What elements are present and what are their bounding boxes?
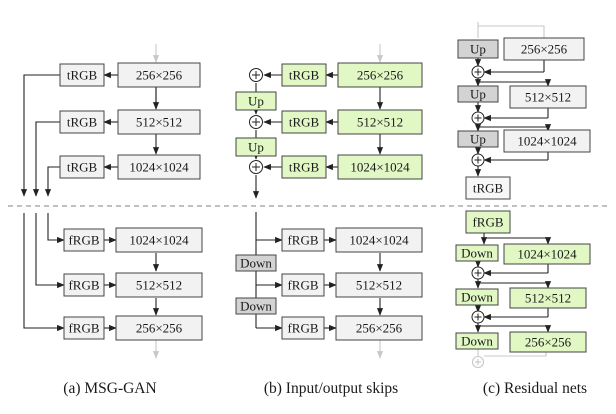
skip-adders [249, 68, 263, 174]
msg-gan-trgb-1024 [59, 155, 105, 179]
caption-io-skips: (b) Input/output skips [264, 380, 398, 397]
residual-up-3-label: Up [470, 132, 486, 147]
skips-trgb-1024-label: tRGB [289, 160, 320, 175]
panel-io-skips [252, 44, 384, 359]
residual-down-2 [455, 288, 499, 306]
residual-res-1024-label: 1024×1024 [517, 134, 577, 149]
caption-msg-gan: (a) MSG-GAN [63, 380, 156, 397]
residual-dres-256 [509, 331, 587, 353]
residual-dres-512 [509, 287, 587, 309]
residual-trgb-label: tRGB [473, 181, 504, 196]
residual-down-3 [455, 332, 499, 350]
msg-gan-frgb-256-label: fRGB [68, 321, 99, 336]
skips-down-2 [235, 297, 277, 315]
msg-gan-res-1024 [117, 154, 201, 180]
msg-gan-trgb-512-label: tRGB [67, 115, 98, 130]
residual-dres-512-label: 512×512 [525, 291, 571, 306]
msg-gan-res-256-label: 256×256 [136, 68, 183, 83]
residual-frgb [465, 210, 511, 234]
skips-dres-1024 [335, 227, 423, 253]
skips-res-256 [337, 62, 423, 88]
skips-trgb-512-label: tRGB [289, 115, 320, 130]
skips-res-1024-label: 1024×1024 [350, 160, 410, 175]
skips-trgb-256-label: tRGB [289, 68, 320, 83]
residual-down-2-label: Down [461, 290, 493, 305]
msg-gan-dres-512-label: 512×512 [136, 278, 182, 293]
residual-res-1024 [503, 129, 591, 153]
residual-up-3 [457, 130, 499, 148]
skips-frgb-1024 [281, 228, 325, 252]
msg-gan-dres-256-label: 256×256 [136, 321, 183, 336]
residual-res-512-label: 512×512 [525, 90, 571, 105]
skips-res-1024 [337, 154, 423, 180]
residual-res-256 [503, 37, 585, 61]
skips-frgb-1024-label: fRGB [287, 233, 318, 248]
skips-trgb-256 [281, 63, 327, 87]
skips-up-1 [235, 91, 277, 111]
residual-up-1-label: Up [470, 42, 486, 57]
skips-up-2 [235, 137, 277, 157]
msg-gan-frgb-256 [63, 316, 105, 340]
msg-gan-res-512 [117, 109, 201, 135]
residual-frgb-label: fRGB [472, 215, 503, 230]
msg-gan-dres-512 [115, 272, 203, 298]
skips-dres-512 [335, 272, 423, 298]
residual-dres-1024-label: 1024×1024 [517, 247, 577, 262]
skips-dres-256 [335, 315, 423, 341]
msg-gan-res-256 [117, 62, 201, 88]
msg-gan-dres-256 [115, 315, 203, 341]
msg-gan-frgb-512 [63, 273, 105, 297]
skips-res-256-label: 256×256 [357, 68, 404, 83]
msg-gan-dres-1024-label: 1024×1024 [129, 233, 189, 248]
residual-up-2 [457, 85, 499, 103]
skips-dres-1024-label: 1024×1024 [349, 233, 409, 248]
caption-residual: (c) Residual nets [483, 380, 587, 397]
residual-up-1 [457, 39, 499, 59]
panel-msg-gan [20, 44, 160, 359]
skips-trgb-1024 [281, 155, 327, 179]
msg-gan-frgb-512-label: fRGB [68, 278, 99, 293]
residual-down-3-label: Down [461, 334, 493, 349]
residual-dres-1024 [503, 243, 591, 265]
msg-gan-frgb-1024 [63, 228, 105, 252]
msg-gan-res-512-label: 512×512 [136, 115, 182, 130]
skips-up-2-label: Up [248, 140, 264, 155]
residual-down-1-label: Down [461, 246, 493, 261]
skips-frgb-512 [281, 273, 325, 297]
msg-gan-trgb-1024-label: tRGB [67, 160, 98, 175]
skips-frgb-256 [281, 316, 325, 340]
msg-gan-trgb-512 [59, 110, 105, 134]
skips-res-512-label: 512×512 [357, 115, 403, 130]
skips-trgb-512 [281, 110, 327, 134]
residual-up-2-label: Up [470, 87, 486, 102]
skips-frgb-256-label: fRGB [287, 321, 318, 336]
skips-res-512 [337, 109, 423, 135]
residual-trgb [465, 176, 511, 200]
msg-gan-frgb-1024-label: fRGB [68, 233, 99, 248]
msg-gan-trgb-256 [59, 63, 105, 87]
skips-up-1-label: Up [248, 94, 264, 109]
residual-res-512 [509, 85, 587, 109]
skips-frgb-512-label: fRGB [287, 278, 318, 293]
residual-dres-256-label: 256×256 [525, 335, 572, 350]
skips-down-2-label: Down [240, 299, 272, 314]
msg-gan-trgb-256-label: tRGB [67, 68, 98, 83]
residual-res-256-label: 256×256 [521, 42, 568, 57]
skips-down-1-label: Down [240, 256, 272, 271]
msg-gan-dres-1024 [115, 227, 203, 253]
residual-down-1 [455, 244, 499, 262]
skips-dres-512-label: 512×512 [356, 278, 402, 293]
skips-dres-256-label: 256×256 [356, 321, 403, 336]
skips-down-1 [235, 254, 277, 272]
msg-gan-res-1024-label: 1024×1024 [129, 160, 189, 175]
residual-adders [471, 65, 485, 324]
